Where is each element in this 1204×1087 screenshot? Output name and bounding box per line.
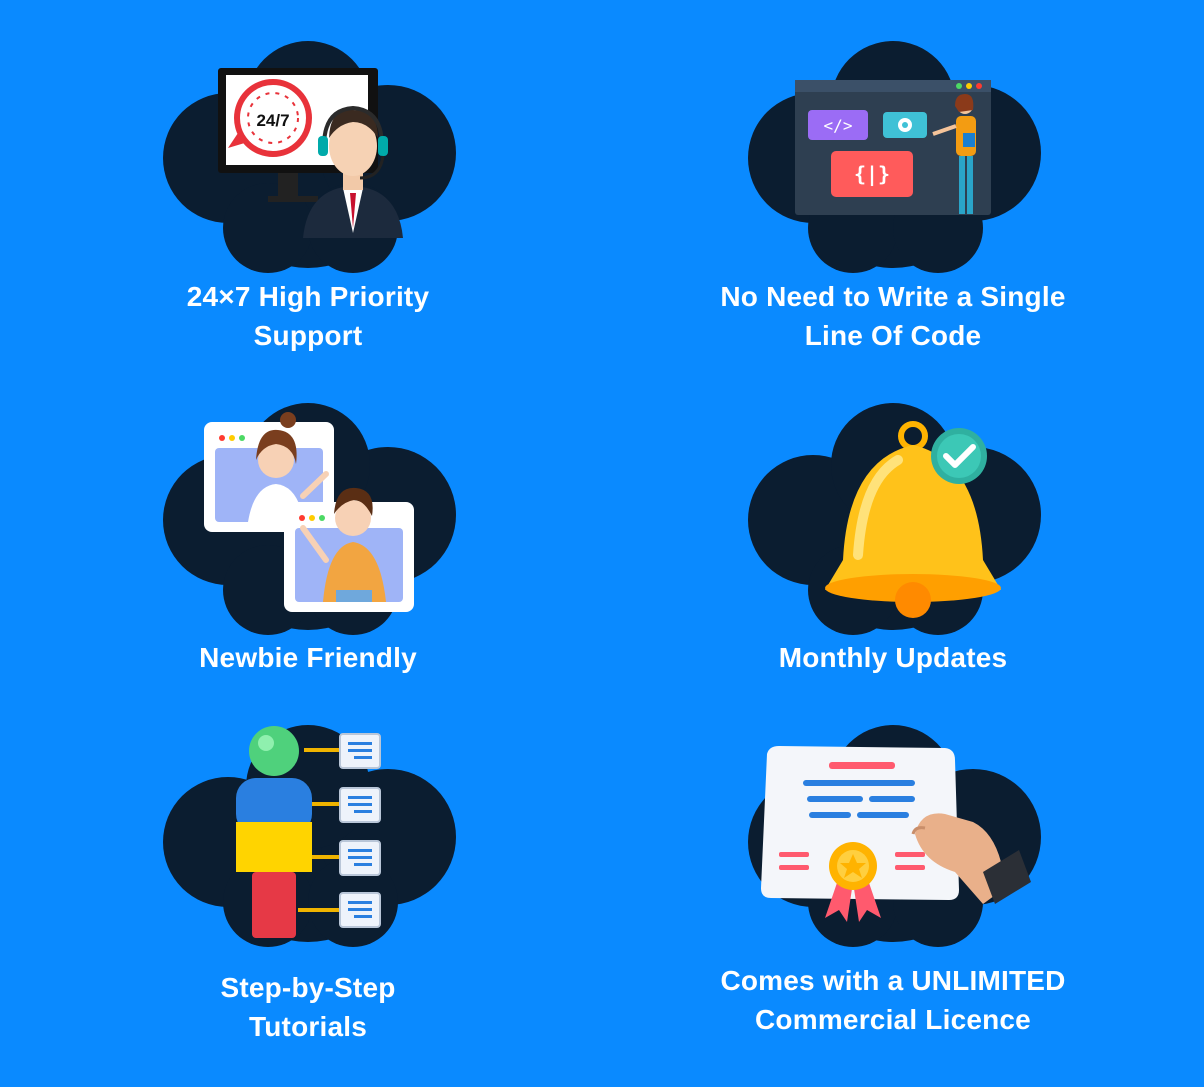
title-line: No Need to Write a Single [720, 281, 1066, 312]
feature-newbie: Newbie Friendly [98, 400, 518, 700]
title-line: Tutorials [249, 1011, 367, 1042]
feature-no-code: </> {|} No Need to Write a Single Line O… [683, 38, 1103, 358]
feature-title: Monthly Updates [683, 638, 1103, 677]
code-editor-icon: </> {|} [748, 41, 1041, 273]
title-line: Step-by-Step [220, 972, 396, 1003]
certificate-icon [748, 725, 1041, 947]
code-brace-label: {|} [854, 162, 890, 186]
feature-title: Comes with a UNLIMITED Commercial Licenc… [683, 961, 1103, 1039]
title-line: Line Of Code [804, 320, 982, 351]
title-line: Commercial Licence [755, 1004, 1031, 1035]
support-agent-icon: 24/7 [163, 41, 456, 273]
title-line: Newbie Friendly [199, 642, 417, 673]
feature-title: Newbie Friendly [98, 638, 518, 677]
feature-title: No Need to Write a Single Line Of Code [683, 277, 1103, 355]
steps-diagram-icon [163, 725, 456, 947]
feature-licence: Comes with a UNLIMITED Commercial Licenc… [683, 722, 1103, 1062]
feature-tutorials: Step-by-Step Tutorials [98, 722, 518, 1062]
title-line: Support [253, 320, 363, 351]
feature-title: 24×7 High Priority Support [98, 277, 518, 355]
bell-icon [748, 403, 1041, 635]
title-line: Comes with a UNLIMITED [720, 965, 1066, 996]
clock-label: 24/7 [256, 111, 289, 130]
title-line: 24×7 High Priority [186, 281, 430, 312]
video-call-icon [163, 403, 456, 635]
title-line: Monthly Updates [778, 642, 1008, 673]
feature-title: Step-by-Step Tutorials [98, 968, 518, 1046]
feature-updates: Monthly Updates [683, 400, 1103, 700]
feature-support: 24/7 24×7 High Priority Support [98, 38, 518, 358]
code-tag-label: </> [824, 116, 853, 135]
